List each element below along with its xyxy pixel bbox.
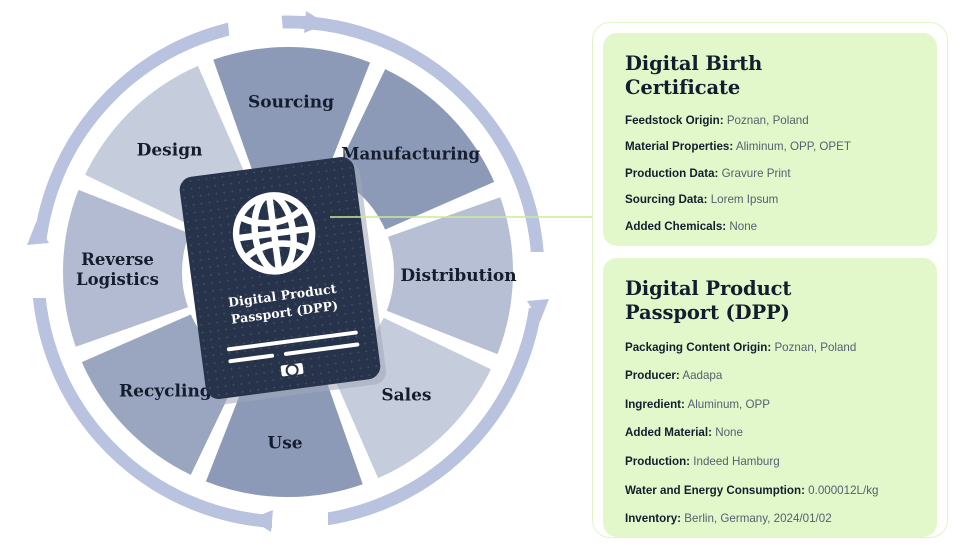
wheel-segment-label: Sales [381, 386, 431, 406]
digital-birth-certificate-card[interactable]: Digital Birth Certificate Feedstock Orig… [603, 33, 937, 246]
wheel-segment[interactable] [213, 47, 371, 176]
field-key: Material Properties: [625, 140, 734, 154]
field-key: Added Chemicals: [625, 220, 727, 234]
field-ingredient: Ingredient: Aluminum, OPP [625, 397, 915, 413]
field-key: Feedstock Origin: [625, 113, 724, 127]
ring-arrow-right [527, 299, 549, 322]
wheel-segment-label: Recycling [119, 381, 212, 401]
field-value: Aluminum, OPP [687, 397, 770, 411]
ring-arrow-bottom [250, 510, 273, 532]
field-key: Added Material: [625, 426, 712, 440]
card-title: Digital Birth Certificate [625, 52, 763, 99]
field-key: Production: [625, 455, 691, 469]
wheel-segment-label: Design [137, 140, 203, 160]
field-value: Poznan, Poland [774, 340, 857, 354]
field-added-chemicals: Added Chemicals: None [625, 219, 915, 235]
wheel-segment[interactable] [62, 189, 192, 347]
field-packaging-content-origin: Packaging Content Origin: Poznan, Poland [625, 340, 915, 356]
field-added-material: Added Material: None [625, 425, 915, 441]
field-feedstock-origin: Feedstock Origin: Poznan, Poland [625, 113, 915, 129]
field-key: Sourcing Data: [625, 193, 708, 207]
field-value: Aadapa [682, 369, 723, 383]
arrow-ring [27, 11, 549, 532]
wheel-segment-label: Distribution [400, 266, 516, 286]
wheel-segment-label: Sourcing [248, 93, 334, 113]
field-producer: Producer: Aadapa [625, 368, 915, 384]
field-value: Poznan, Poland [726, 113, 809, 127]
field-value: 0.000012L/kg [808, 483, 879, 497]
field-value: None [729, 220, 758, 234]
field-key: Inventory: [625, 512, 682, 526]
field-production-data: Production Data: Gravure Print [625, 166, 915, 182]
field-inventory: Inventory: Berlin, Germany, 2024/01/02 [625, 511, 915, 527]
info-panel: Digital Birth Certificate Feedstock Orig… [592, 22, 948, 538]
ring-arrow-left [27, 222, 49, 245]
field-material-properties: Material Properties: Aliminum, OPP, OPET [625, 139, 915, 155]
wheel-segment[interactable] [384, 197, 513, 355]
field-value: Berlin, Germany, 2024/01/02 [684, 512, 832, 526]
wheel-segment-label: Manufacturing [341, 145, 480, 164]
connector-line [330, 210, 616, 224]
field-production: Production: Indeed Hamburg [625, 454, 915, 470]
field-key: Production Data: [625, 166, 719, 180]
field-value: Indeed Hamburg [693, 455, 780, 469]
field-value: Gravure Print [721, 166, 791, 180]
field-key: Ingredient: [625, 397, 685, 411]
card-title: Digital Product Passport (DPP) [625, 277, 792, 324]
field-value: Aliminum, OPP, OPET [735, 140, 851, 154]
field-sourcing-data: Sourcing Data: Lorem Ipsum [625, 192, 915, 208]
digital-product-passport-card[interactable]: Digital Product Passport (DPP) Packaging… [603, 258, 937, 537]
ring-arrow-top [304, 11, 327, 33]
wheel-segment[interactable] [332, 69, 495, 231]
field-key: Producer: [625, 369, 680, 383]
globe-icon [232, 192, 316, 275]
field-value: Lorem Ipsum [710, 193, 779, 207]
wheel-segment[interactable] [205, 368, 363, 497]
field-key: Packaging Content Origin: [625, 340, 772, 354]
wheel-segment-labels: SourcingManufacturingDistributionSalesUs… [76, 93, 517, 454]
wheel-segment-label: Use [267, 433, 302, 453]
field-key: Water and Energy Consumption: [625, 483, 805, 497]
field-value: None [715, 426, 743, 440]
field-water-energy-consumption: Water and Energy Consumption: 0.000012L/… [625, 483, 915, 499]
